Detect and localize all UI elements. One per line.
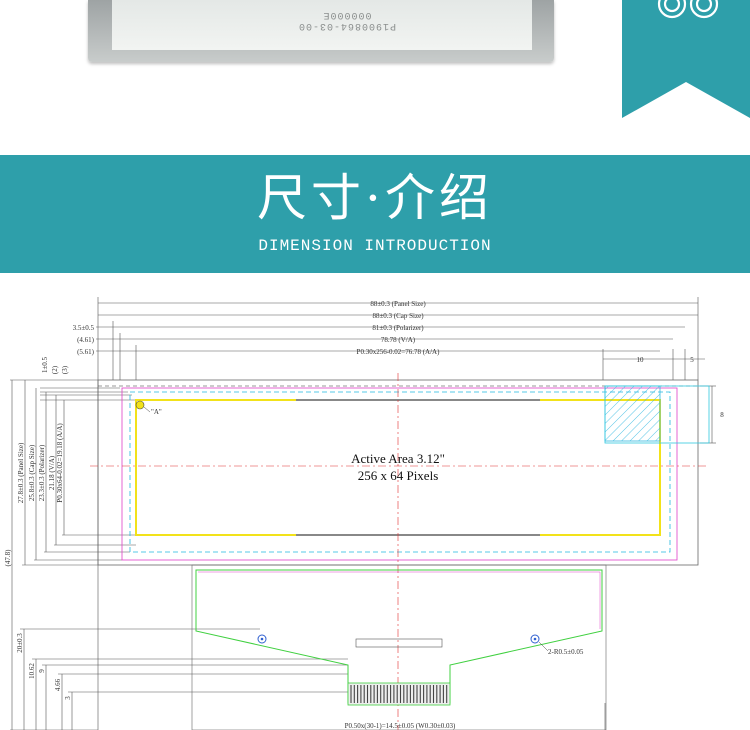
dim-cap-height: 25.8±0.3 (Cap Size): [28, 444, 36, 501]
dim-v1: 1±0.5: [41, 356, 49, 373]
dim-va-width: 78.78 (V/A): [381, 336, 416, 344]
dim-aa-width: P0.30x256-0.02=76.78 (A/A): [357, 348, 441, 356]
pin-pitch-label: P0.50x(30-1)=14.5±0.05 (W0.30±0.03): [345, 722, 456, 730]
dimension-drawing-svg: 88±0.3 (Panel Size) 88±0.3 (Cap Size) 81…: [4, 297, 724, 730]
dim-detail-8: 8: [720, 411, 724, 419]
dim-polarizer-width: 81±0.3 (Polarizer): [372, 324, 424, 332]
dim-va-height: 21.18 (V/A): [48, 455, 56, 490]
tail-outline: [191, 564, 607, 730]
dim-panel-height: 27.8±0.3 (Panel Size): [17, 442, 25, 503]
dimension-drawing: 88±0.3 (Panel Size) 88±0.3 (Cap Size) 81…: [0, 273, 750, 730]
mounting-hole-left: [257, 634, 267, 644]
pin-connector: [347, 682, 451, 706]
dim-offset-3: (5.61): [77, 348, 95, 356]
dim-aa-height: P0.30x64-0.02=19.18 (A/A): [56, 423, 64, 503]
cap-outline: [121, 387, 678, 561]
dim-tail-1062: 10.62: [28, 663, 36, 679]
dim-offset-2: (4.61): [77, 336, 95, 344]
dim-polarizer-height: 23.3±0.3 (Polarizer): [38, 444, 46, 501]
dim-v3: (3): [61, 365, 69, 374]
dim-v2: (2): [51, 365, 59, 374]
corner-ribbon: [622, 0, 750, 118]
detail-box: [604, 385, 710, 444]
product-photo-section: P1900864-03-00 000000E: [0, 0, 750, 155]
dim-cap-width: 88±0.3 (Cap Size): [372, 312, 424, 320]
section-banner: [0, 155, 750, 273]
glass-marking-line1: P1900864-03-00: [298, 20, 397, 31]
dim-panel-width: 88±0.3 (Panel Size): [370, 300, 426, 308]
glass-marking-line2: 000000E: [322, 9, 372, 20]
connector-pins: [350, 685, 448, 703]
mounting-hole-right: [530, 634, 540, 644]
dim-tail-466: 4.66: [54, 678, 62, 691]
point-a-label: "A": [151, 408, 162, 416]
hole-label: 2-R0.5±0.05: [548, 648, 584, 656]
dim-tail-3: 3: [64, 696, 72, 700]
dim-total-height: (47.8): [4, 549, 12, 567]
dim-offset-1: 3.5±0.5: [73, 324, 95, 332]
detail-hatch-area: [604, 385, 661, 442]
polarizer-outline: [129, 391, 671, 553]
section-title-en: DIMENSION INTRODUCTION: [258, 237, 492, 255]
glass-marking: P1900864-03-00 000000E: [298, 9, 396, 31]
oled-module-photo: P1900864-03-00 000000E: [88, 0, 554, 62]
oled-glass: P1900864-03-00 000000E: [112, 0, 532, 50]
dim-detail-5: 5: [690, 356, 694, 364]
section-title-cn: 尺寸·介绍: [257, 169, 493, 227]
ribbon-logo-icon: [657, 0, 719, 19]
tail-stiffener: [355, 638, 443, 648]
active-area-pixels: 256 x 64 Pixels: [358, 468, 439, 483]
dim-detail-10: 10: [637, 356, 645, 364]
dim-tail-9: 9: [38, 669, 46, 673]
active-area-label: Active Area 3.12": [351, 451, 445, 466]
dim-tail-20: 20±0.3: [16, 633, 24, 653]
point-a-marker: [135, 400, 145, 410]
